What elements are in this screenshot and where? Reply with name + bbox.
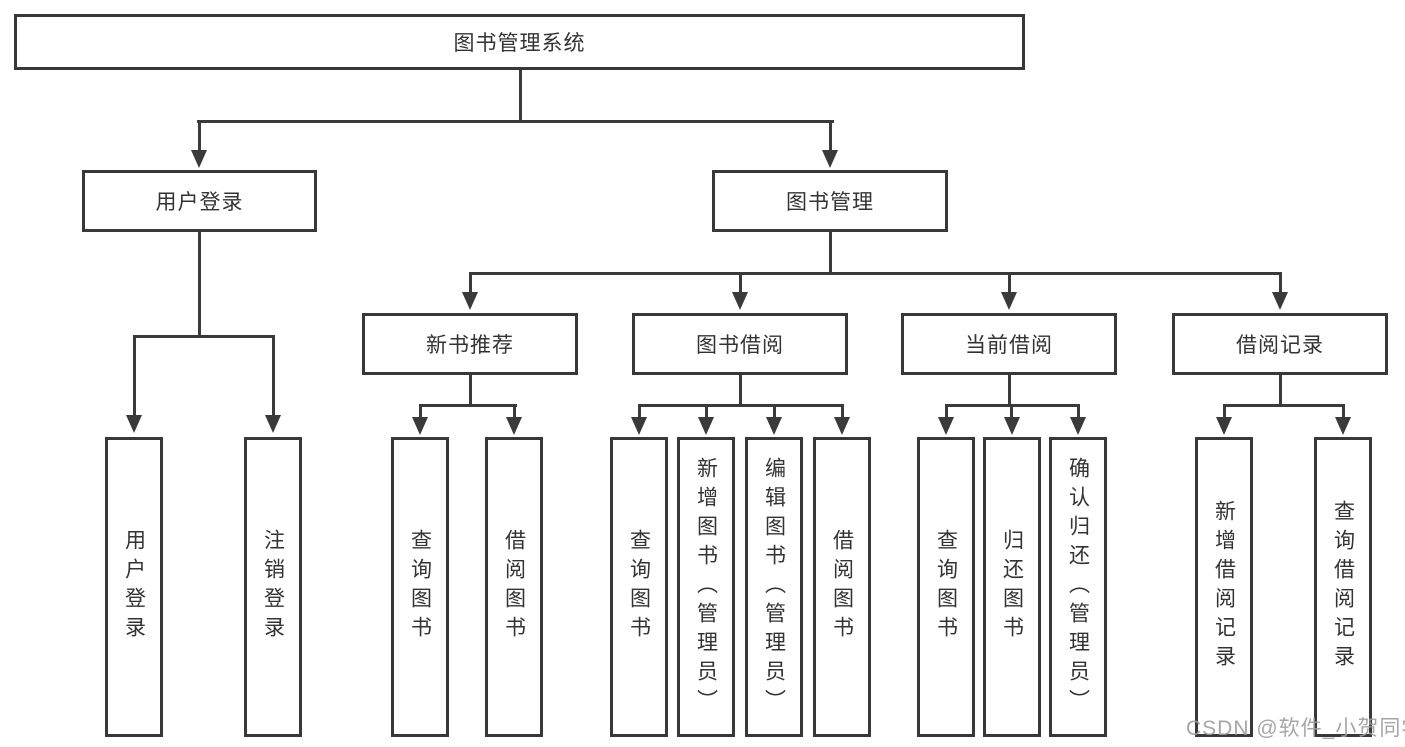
node-label: 归还图书 [1000, 529, 1024, 645]
connector-book-borrow-hbar [638, 404, 844, 407]
node-label: 确认归还（管理员） [1066, 456, 1090, 718]
connector-to-leaf [945, 404, 948, 420]
connector-to-leaf [638, 404, 641, 420]
node-label: 查询图书 [408, 529, 432, 645]
node-book-management: 图书管理 [712, 170, 948, 232]
connector-user-login-stem [198, 232, 201, 338]
arrowhead-down [1272, 292, 1288, 310]
csdn-watermark: CSDN @软件_小贺同学 [1186, 717, 1405, 740]
arrowhead-down [631, 417, 647, 435]
arrowhead-down [834, 417, 850, 435]
leaf-logout: 注销登录 [244, 437, 302, 737]
leaf-edit-book-admin: 编辑图书（管理员） [745, 437, 803, 737]
node-label: 图书管理 [786, 191, 874, 214]
leaf-borrow-books-borrow: 借阅图书 [813, 437, 871, 737]
connector-to-leaf [513, 404, 516, 420]
node-label: 用户登录 [122, 529, 146, 645]
connector-book-management-stem [829, 232, 832, 275]
arrowhead-down [506, 417, 522, 435]
connector-to-leaf [705, 404, 708, 420]
node-label: 查询图书 [627, 529, 651, 645]
connector-to-leaf [1342, 404, 1345, 420]
node-current-borrow: 当前借阅 [901, 313, 1117, 375]
node-label: 查询借阅记录 [1331, 500, 1355, 674]
node-label: 新书推荐 [426, 334, 514, 357]
arrowhead-down [1216, 417, 1232, 435]
node-label: 图书管理系统 [453, 32, 586, 55]
connector-to-current-borrow [1008, 272, 1011, 294]
leaf-borrow-books-recommend: 借阅图书 [485, 437, 543, 737]
node-user-login: 用户登录 [82, 170, 317, 232]
arrowhead-down [126, 415, 142, 433]
connector-root-stem [519, 70, 522, 122]
connector-current-borrow-stem [1008, 375, 1011, 407]
node-label: 借阅记录 [1236, 334, 1324, 357]
connector-book-management-hbar [469, 272, 1282, 275]
connector-book-borrow-stem [739, 375, 742, 407]
connector-to-leaf [133, 335, 136, 417]
node-label: 当前借阅 [965, 334, 1053, 357]
arrowhead-down [732, 292, 748, 310]
arrowhead-down [412, 417, 428, 435]
leaf-confirm-return-admin: 确认归还（管理员） [1049, 437, 1107, 737]
connector-to-user-login [198, 120, 201, 152]
node-label: 新增借阅记录 [1212, 500, 1236, 674]
connector-new-books-stem [469, 375, 472, 407]
leaf-query-borrow-record: 查询借阅记录 [1314, 437, 1372, 737]
node-label: 编辑图书（管理员） [762, 456, 786, 718]
connector-to-book-management [829, 120, 832, 152]
leaf-query-books-current: 查询图书 [917, 437, 975, 737]
arrowhead-down [766, 417, 782, 435]
arrowhead-down [1070, 417, 1086, 435]
connector-root-hbar [197, 120, 834, 123]
connector-to-leaf [1077, 404, 1080, 420]
leaf-user-login: 用户登录 [105, 437, 163, 737]
connector-to-leaf [841, 404, 844, 420]
leaf-query-books-borrow: 查询图书 [610, 437, 668, 737]
connector-new-books-hbar [419, 404, 517, 407]
arrowhead-down [698, 417, 714, 435]
connector-to-leaf [773, 404, 776, 420]
connector-borrow-records-hbar [1223, 404, 1345, 407]
leaf-return-book: 归还图书 [983, 437, 1041, 737]
arrowhead-down [822, 150, 838, 168]
leaf-query-books-recommend: 查询图书 [391, 437, 449, 737]
arrowhead-down [938, 417, 954, 435]
connector-user-login-hbar [133, 335, 275, 338]
leaf-add-borrow-record: 新增借阅记录 [1195, 437, 1253, 737]
node-new-book-recommend: 新书推荐 [362, 313, 578, 375]
connector-to-borrow-records [1279, 272, 1282, 294]
connector-to-leaf [1223, 404, 1226, 420]
connector-to-new-books [469, 272, 472, 294]
connector-borrow-records-stem [1279, 375, 1282, 407]
connector-to-leaf [272, 335, 275, 417]
arrowhead-down [1335, 417, 1351, 435]
arrowhead-down [191, 150, 207, 168]
connector-to-book-borrow [739, 272, 742, 294]
node-borrow-records: 借阅记录 [1172, 313, 1388, 375]
node-label: 查询图书 [934, 529, 958, 645]
arrowhead-down [1004, 417, 1020, 435]
connector-to-leaf [1010, 404, 1013, 420]
arrowhead-down [265, 415, 281, 433]
connector-to-leaf [419, 404, 422, 420]
arrowhead-down [1001, 292, 1017, 310]
node-label: 新增图书（管理员） [694, 456, 718, 718]
node-book-borrow: 图书借阅 [632, 313, 848, 375]
node-label: 借阅图书 [502, 529, 526, 645]
arrowhead-down [462, 292, 478, 310]
node-label: 图书借阅 [696, 334, 784, 357]
node-label: 借阅图书 [830, 529, 854, 645]
node-system-root: 图书管理系统 [14, 14, 1025, 70]
node-label: 用户登录 [155, 191, 244, 214]
node-label: 注销登录 [261, 529, 285, 645]
leaf-add-book-admin: 新增图书（管理员） [677, 437, 735, 737]
